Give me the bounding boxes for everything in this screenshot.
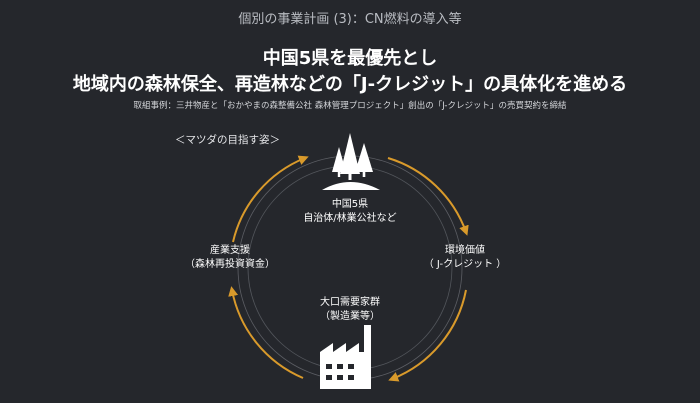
node-top-label: 中国5県 自治体/林業公社など (290, 198, 410, 226)
node-left-line1: 産業支援 (210, 245, 250, 256)
node-top-line1: 中国5県 (331, 199, 369, 210)
node-left-label: 産業支援 （森林再投資資金） (170, 244, 290, 272)
factory-icon (320, 325, 371, 389)
node-bottom-label: 大口需要家群 （製造業等） (290, 296, 410, 324)
node-right-line1: 環境価値 (445, 245, 485, 256)
arrow-bottom-to-left (228, 286, 304, 379)
headline-line-1: 中国5県を最優先とし (262, 48, 438, 69)
headline-line-2: 地域内の森林保全、再造林などの「J-クレジット」の具体化を進める (72, 74, 628, 95)
node-right-line2: （ J-クレジット ） (423, 259, 507, 270)
node-bottom-line2: （製造業等） (320, 311, 380, 322)
case-study-caption: 取組事例：三井物産と「おかやまの森整備公社 森林管理プロジェクト」創出の「J-ク… (133, 101, 567, 111)
node-left-line2: （森林再投資資金） (185, 259, 275, 270)
node-bottom-line1: 大口需要家群 (320, 297, 380, 308)
forest-icon (322, 133, 380, 190)
vision-label: ＜マツダの目指す姿＞ (175, 134, 280, 146)
node-top-line2: 自治体/林業公社など (303, 213, 397, 224)
node-right-label: 環境価値 （ J-クレジット ） (405, 244, 525, 272)
arrow-left-to-top (232, 155, 309, 243)
arrow-right-to-bottom (388, 289, 467, 382)
section-title: 個別の事業計画 (3)：CN燃料の導入等 (238, 12, 462, 27)
arrow-top-to-right (387, 157, 469, 236)
